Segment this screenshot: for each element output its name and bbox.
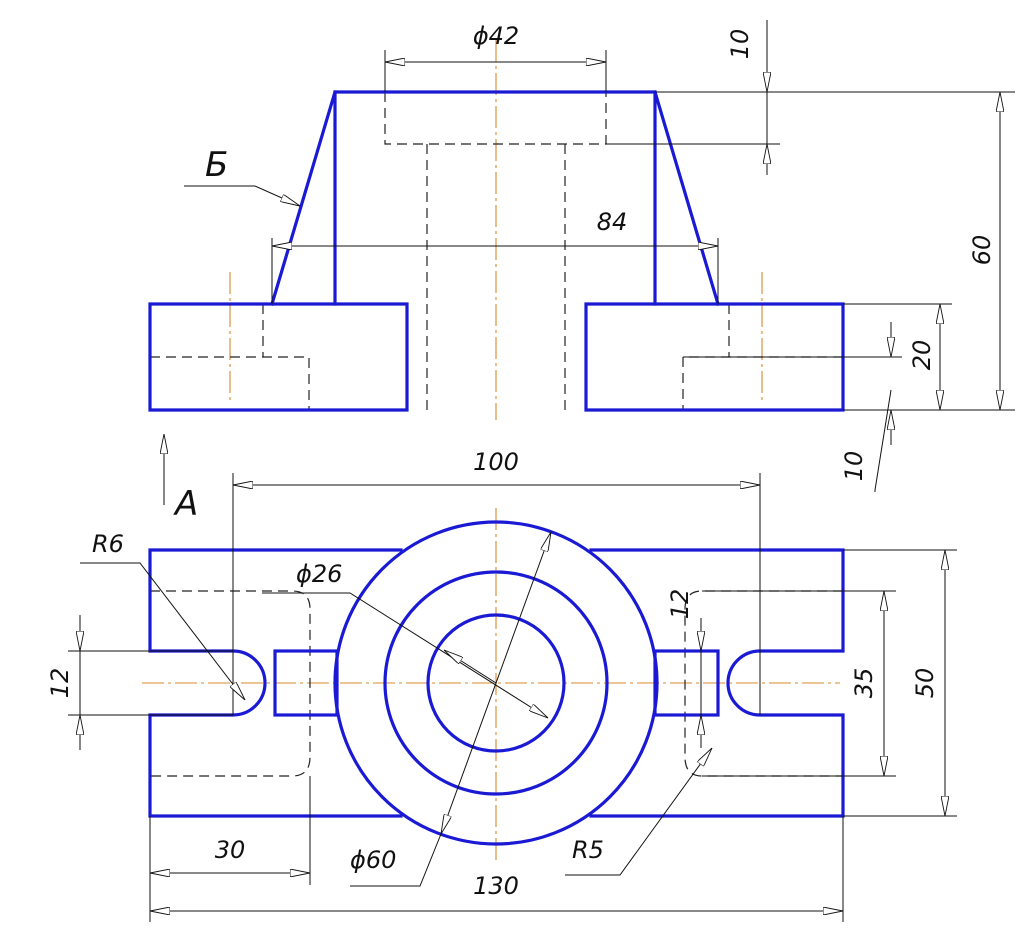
view-a-arrow: А (164, 434, 198, 524)
front-outline (148, 90, 845, 412)
dim-label-h20: 20 (908, 340, 936, 371)
dim-label-w84: 84 (597, 208, 628, 236)
dimension-w100: 100 (232, 448, 761, 715)
top-hidden-lines (150, 590, 843, 777)
dim-label-d26: ϕ26 (296, 560, 342, 588)
dimension-h10-bottom: 10 (683, 322, 902, 492)
view-b-label: Б (205, 145, 228, 185)
dim-label-h50: 50 (911, 668, 939, 699)
dim-label-d60: ϕ60 (350, 846, 396, 874)
dimension-w84: 84 (271, 208, 719, 304)
dim-label-h10-bottom: 10 (840, 451, 868, 482)
dimension-h35: 35 (702, 590, 896, 777)
view-a-label: А (173, 484, 198, 524)
dim-label-w100: 100 (473, 448, 519, 476)
dim-label-w12-right: 12 (666, 589, 694, 620)
dimension-d42: ϕ42 (384, 22, 607, 92)
front-view: ϕ42 10 60 84 20 (148, 20, 1015, 524)
dim-label-h35: 35 (850, 668, 878, 699)
dimension-d60: ϕ60 (350, 532, 552, 887)
dim-label-h10-top: 10 (726, 29, 754, 60)
dim-label-r6: R6 (92, 530, 124, 558)
dimension-r6: R6 (80, 530, 245, 700)
dimension-w12-left: 12 (46, 615, 233, 750)
dim-label-r5: R5 (572, 836, 604, 864)
dim-label-h60: 60 (968, 235, 996, 266)
outer-boss-circle (333, 520, 659, 846)
dimension-w12-right: 12 (666, 589, 701, 748)
dimension-h60: 60 (655, 91, 1015, 411)
top-view: 100 R6 ϕ26 12 12 (46, 448, 957, 922)
dim-label-w12-left: 12 (46, 668, 74, 699)
dimension-h50: 50 (843, 549, 957, 817)
dimension-h20: 20 (843, 303, 952, 410)
dim-label-w130: 130 (473, 872, 519, 900)
dim-label-w30: 30 (215, 836, 246, 864)
dimension-r5: R5 (565, 748, 712, 876)
dimension-d26: ϕ26 (262, 560, 548, 719)
view-b-leader: Б (184, 145, 300, 207)
dim-label-d42: ϕ42 (473, 22, 519, 50)
dimension-w130: 130 (149, 816, 844, 922)
dimension-w30: 30 (149, 776, 311, 885)
dimension-h10-top: 10 (606, 20, 780, 175)
